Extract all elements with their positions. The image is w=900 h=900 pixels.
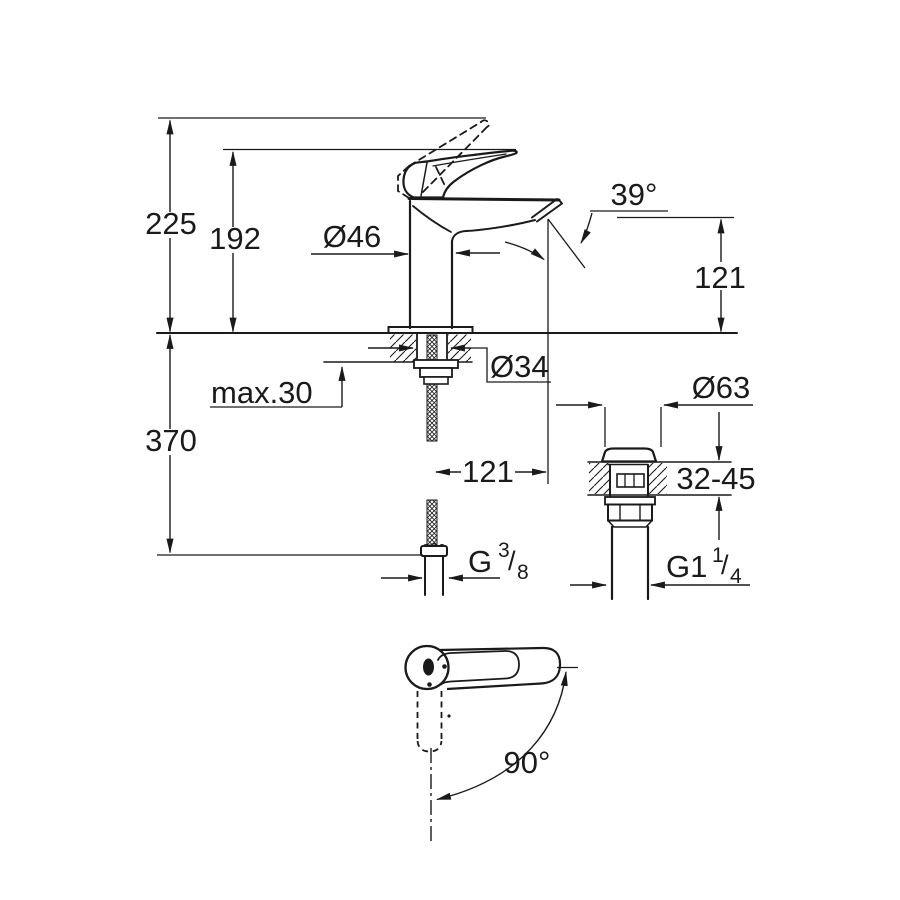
dimension-body-diameter: Ø46 xyxy=(311,219,545,261)
lever-handle xyxy=(402,149,518,199)
label-outlet-height: 121 xyxy=(694,260,746,295)
label-handle-swing-angle: 90° xyxy=(504,745,551,780)
drain-hex-nut xyxy=(607,503,653,522)
drain-hatch-left xyxy=(589,463,609,494)
label-height-total: 225 xyxy=(145,206,197,241)
label-shank-diameter: Ø34 xyxy=(490,349,549,384)
lever-inner-line xyxy=(432,153,507,167)
drain-body-sides xyxy=(609,464,649,497)
dimension-spout-reach: 121 xyxy=(434,454,548,489)
dimension-counter-max: max.30 xyxy=(210,365,346,410)
mounting-nut-step xyxy=(423,376,449,385)
label-height-handle: 192 xyxy=(209,221,261,256)
dimension-below-depth: 370 xyxy=(145,333,423,556)
handle-rotated-dashed xyxy=(416,691,443,753)
dimension-counter-range: 32-45 xyxy=(676,412,756,540)
dimension-height-total: 225 xyxy=(145,117,486,333)
label-drain-thread-num: 1 xyxy=(712,544,724,567)
dimension-shank-diameter: Ø34 xyxy=(368,344,551,384)
label-supply-thread-den: 8 xyxy=(517,561,529,584)
lever-raised-dashed xyxy=(397,119,490,199)
drain-valve-view xyxy=(587,447,732,601)
drain-tailpipe xyxy=(610,525,650,601)
dimension-drain-cap-diameter: Ø63 xyxy=(556,370,753,447)
label-drain-thread-den: 4 xyxy=(730,565,742,588)
label-drain-thread-slash: / xyxy=(721,550,729,580)
handle-dash-dot xyxy=(447,714,451,718)
handle-top-view xyxy=(404,644,578,845)
handle-bar xyxy=(439,646,562,691)
drain-taper xyxy=(607,519,653,528)
label-spout-reach: 121 xyxy=(462,454,514,489)
mounting-rod xyxy=(426,334,438,442)
faucet-shank xyxy=(416,332,448,361)
drain-overflow-window xyxy=(616,473,645,488)
dimension-spout-angle: 39° xyxy=(547,177,668,484)
faucet-base-plate xyxy=(387,326,474,334)
mounting-washer xyxy=(413,359,459,369)
spout-aerator-face xyxy=(531,198,563,223)
label-body-diameter: Ø46 xyxy=(323,219,382,254)
label-below-depth: 370 xyxy=(145,423,197,458)
label-supply-thread-num: 3 xyxy=(498,539,510,562)
swing-arc xyxy=(435,670,568,801)
handle-dot xyxy=(442,664,447,669)
lever-cap-seam xyxy=(420,161,428,197)
drain-window-slots xyxy=(624,473,635,488)
label-spout-angle: 39° xyxy=(611,177,658,212)
dimension-height-handle: 192 xyxy=(209,148,516,333)
hose-fitting-nut xyxy=(420,545,448,557)
handle-slot xyxy=(423,658,434,676)
supply-hose xyxy=(426,499,438,546)
faucet-neck-curve xyxy=(412,205,452,233)
drain-cap xyxy=(600,447,658,463)
faucet-body-sides xyxy=(408,199,454,330)
handle-dot xyxy=(427,682,432,687)
spout-reach-curved-arrow xyxy=(504,241,545,261)
label-supply-thread-g: G xyxy=(468,544,492,579)
label-counter-range: 32-45 xyxy=(676,461,755,496)
faucet-side-view xyxy=(156,119,738,596)
label-drain-cap-diameter: Ø63 xyxy=(692,370,751,405)
dimension-outlet-height: 121 xyxy=(617,216,746,333)
dimension-supply-thread: G 3 / 8 xyxy=(381,539,529,584)
spout-underside xyxy=(451,219,536,242)
label-counter-max: max.30 xyxy=(211,375,313,410)
drain-hatch-right xyxy=(648,463,667,494)
drain-flange xyxy=(604,496,656,506)
spout-top-line xyxy=(407,197,561,202)
label-drain-thread-g: G1 xyxy=(666,549,707,584)
mounting-nut xyxy=(419,367,453,378)
dimensions: 225 192 370 Ø46 39° xyxy=(145,117,756,780)
dimension-drain-thread: G1 1 / 4 xyxy=(570,544,750,589)
label-supply-thread-slash: / xyxy=(508,546,516,576)
drain-nut-facets xyxy=(619,503,641,522)
hose-tailpiece xyxy=(424,555,444,596)
